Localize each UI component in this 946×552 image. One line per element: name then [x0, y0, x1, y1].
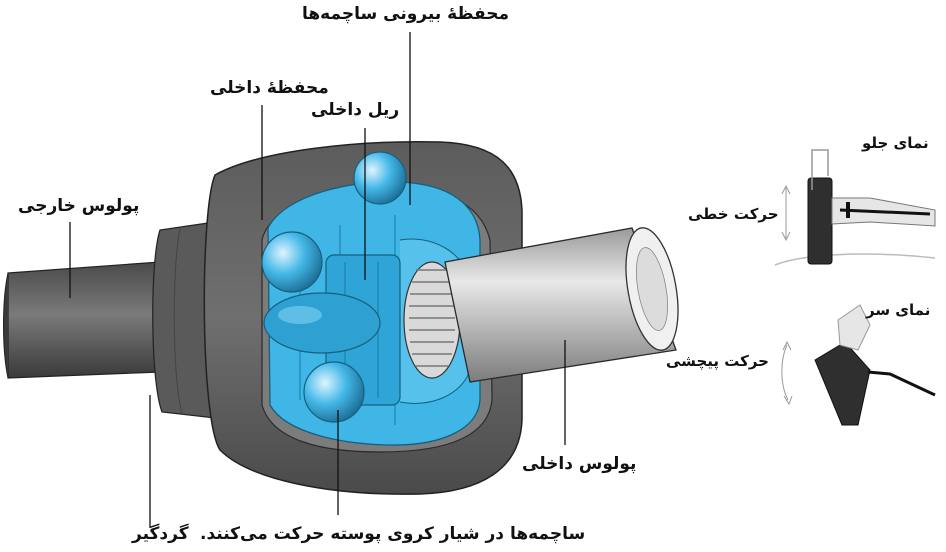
inner-hub-part — [264, 293, 380, 353]
label-top-view: نمای سر — [866, 301, 930, 319]
label-linear-motion: حرکت خطی — [688, 205, 779, 223]
label-front-view: نمای جلو — [862, 134, 929, 152]
label-outer-ball-cage: محفظهٔ بیرونی ساچمه‌ها — [302, 4, 509, 24]
top-view-sketch — [782, 305, 935, 425]
outer-shaft-part — [4, 262, 161, 378]
label-outer-shaft: پولوس خارجی — [18, 196, 139, 216]
label-balls-caption: ساچمه‌ها در شیار کروی پوسته حرکت می‌کنند… — [200, 524, 585, 544]
label-inner-race: ریل داخلی — [311, 100, 399, 120]
front-view-sketch — [775, 150, 935, 265]
label-inner-housing: محفظهٔ داخلی — [210, 78, 329, 98]
label-twist-motion: حرکت پیچشی — [666, 352, 769, 370]
label-inner-shaft: پولوس داخلی — [522, 454, 636, 474]
label-dust-boot: گردگیر — [132, 524, 189, 544]
